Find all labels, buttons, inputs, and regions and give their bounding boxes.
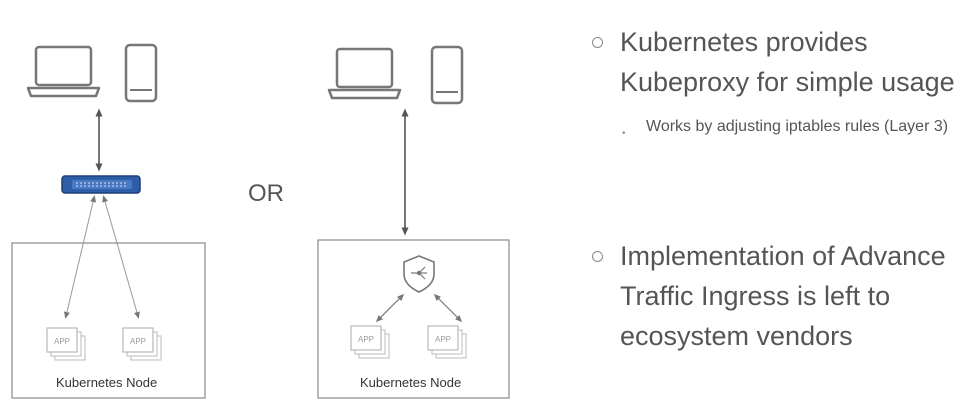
bullet-text: Kubernetes provides Kubeproxy for simple… [620,27,955,97]
dot-bullet-icon: • [622,128,626,139]
laptop-icon [26,45,101,98]
ingress-app2-arrow [433,293,463,323]
router-app1-arrow [64,195,96,319]
right-node-box [317,239,510,399]
laptop-icon [327,47,402,100]
app-label: APP [54,337,70,346]
router-app2-arrow [102,195,140,319]
right-diagram: APP APP Kubernetes Node [317,45,510,399]
sub-bullet-item: • Works by adjusting iptables rules (Lay… [620,114,973,140]
circle-bullet-icon [592,37,603,48]
bullet-text: Implementation of Advance Traffic Ingres… [620,241,946,351]
ingress-app1-arrow [375,293,405,323]
app-stack-icon: APP [122,327,162,361]
app-stack-icon: APP [350,325,390,359]
app-label: APP [358,335,374,344]
right-node-label: Kubernetes Node [360,375,461,390]
or-label: OR [248,180,284,207]
app-label: APP [435,335,451,344]
shield-ingress-icon [403,255,435,293]
left-node-label: Kubernetes Node [56,375,157,390]
bullet-list: Kubernetes provides Kubeproxy for simple… [588,22,973,351]
bullet-item: Kubernetes provides Kubeproxy for simple… [588,22,973,102]
app-stack-icon: APP [46,327,86,361]
app-stack-icon: APP [427,325,467,359]
router-icon [61,175,141,194]
phone-icon [430,45,464,105]
bullet-item: Implementation of Advance Traffic Ingres… [588,236,975,356]
phone-icon [124,43,158,103]
app-label: APP [130,337,146,346]
sub-bullet-text: Works by adjusting iptables rules (Layer… [646,118,949,135]
left-diagram: APP APP Kubernetes Node [11,43,206,399]
circle-bullet-icon [592,251,603,262]
